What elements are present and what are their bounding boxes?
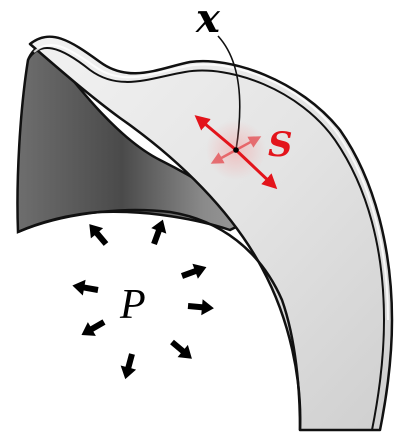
pressure-arrow bbox=[187, 298, 214, 316]
pressure-arrow bbox=[146, 217, 170, 247]
pressure-arrow bbox=[71, 278, 99, 298]
pressure-arrow bbox=[118, 352, 140, 381]
pressure-arrow bbox=[77, 315, 108, 342]
label-x: x bbox=[195, 0, 221, 42]
pressure-arrow bbox=[167, 336, 197, 365]
point-marker bbox=[233, 147, 239, 153]
label-p: P bbox=[119, 282, 146, 328]
pressure-arrow bbox=[179, 260, 209, 284]
pressure-arrow bbox=[83, 219, 112, 249]
label-s: S bbox=[268, 125, 293, 165]
